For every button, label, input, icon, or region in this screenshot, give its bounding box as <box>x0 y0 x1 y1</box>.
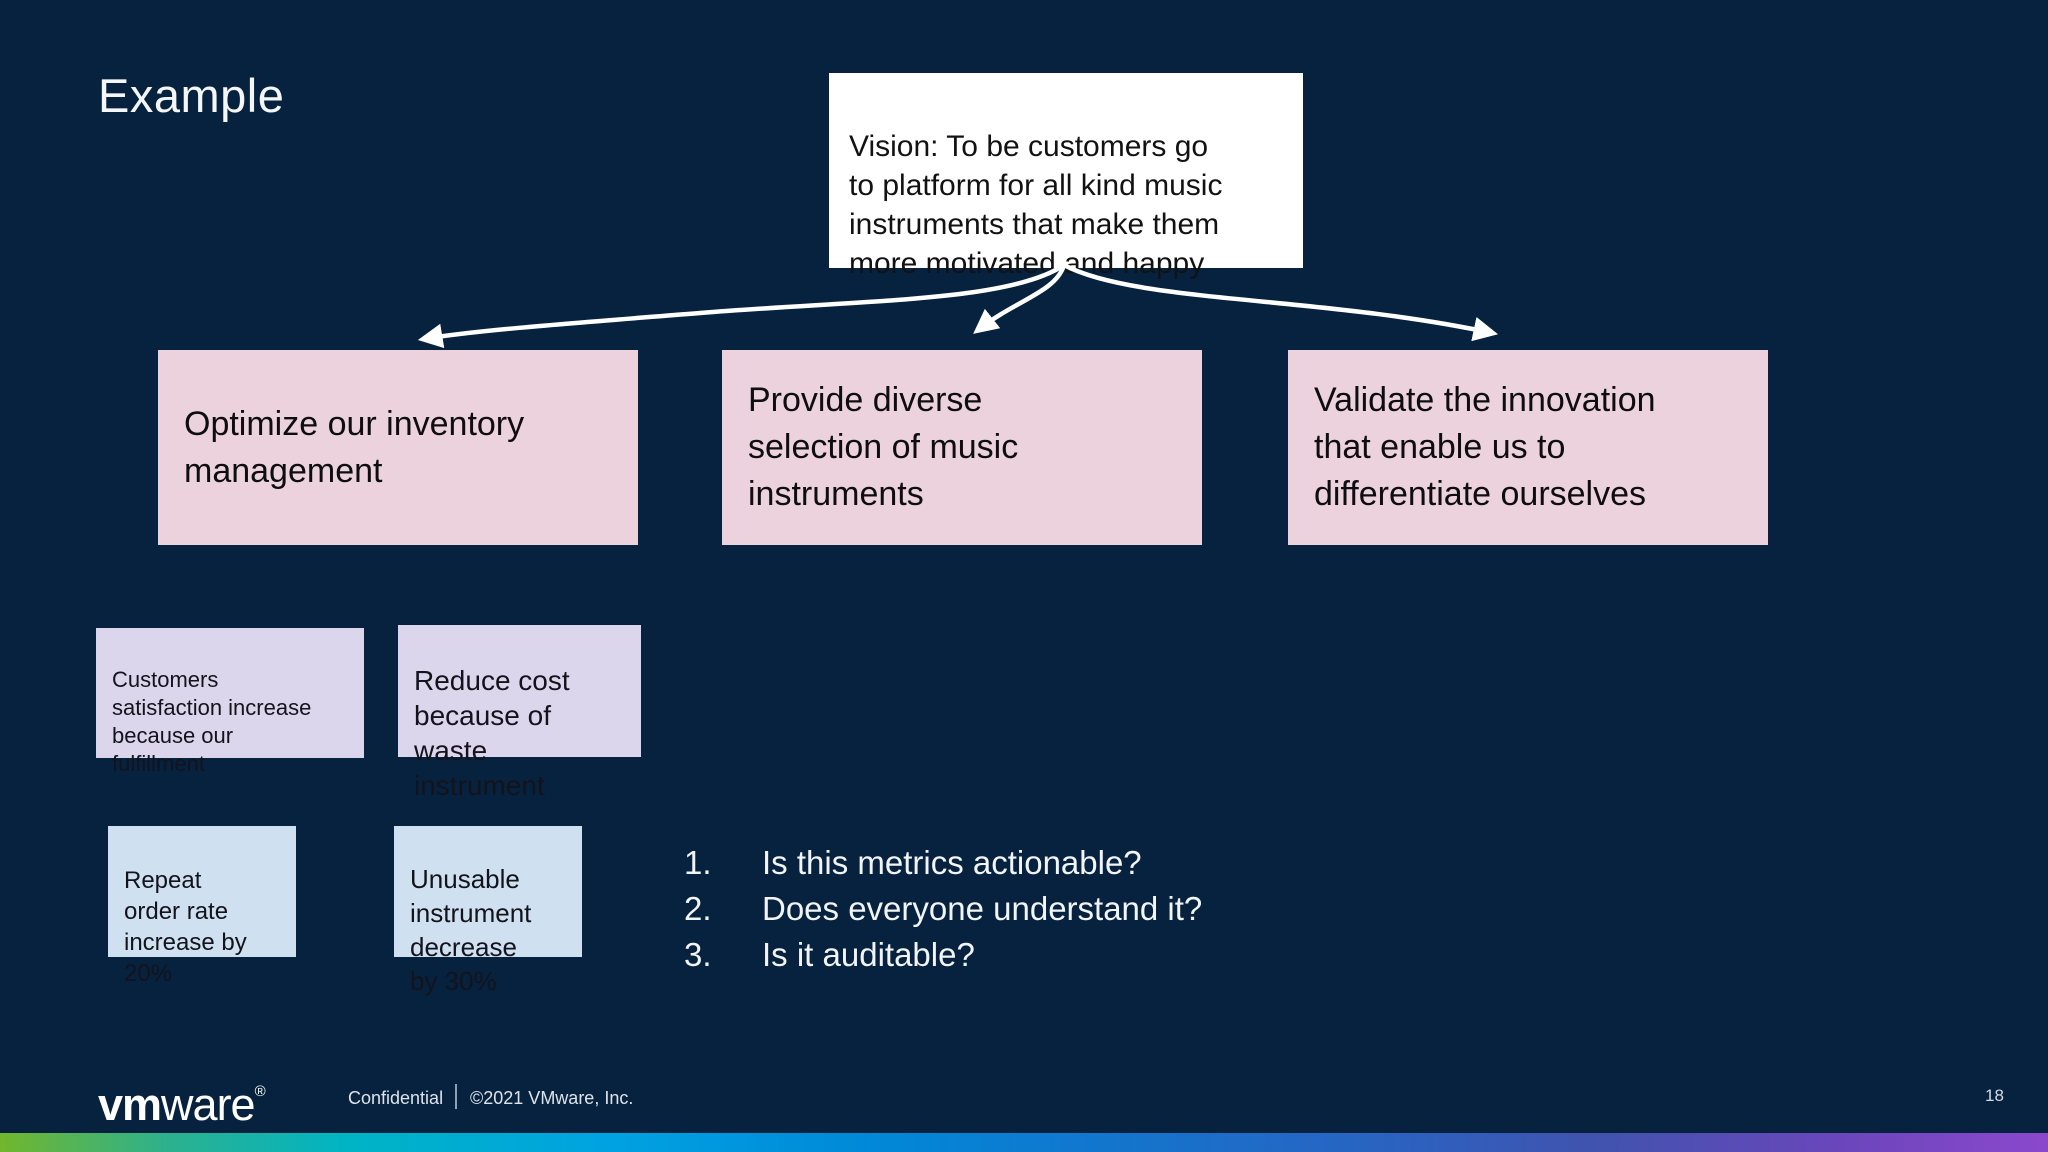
slide-title: Example <box>98 69 285 122</box>
metric-box-repeat-order: Repeat order rate increase by 20% <box>108 826 296 987</box>
checklist-item: 1. Is this metrics actionable? <box>684 840 1202 886</box>
checklist-number: 1. <box>684 844 712 881</box>
copyright-label: ©2021 VMware, Inc. <box>470 1088 634 1108</box>
footer-divider <box>455 1084 457 1109</box>
confidential-label: Confidential <box>348 1088 444 1108</box>
page-number: 18 <box>1985 1086 2004 1105</box>
metric-text: Repeat order rate increase by 20% <box>124 867 247 987</box>
outcome-box-cost: Reduce cost because of waste instrument <box>398 625 641 801</box>
objective-text: Provide diverse selection of music instr… <box>748 381 1019 513</box>
outcome-text: Customers satisfaction increase because … <box>112 667 312 776</box>
objective-text: Validate the innovation that enable us t… <box>1314 381 1656 513</box>
objective-box-selection: Provide diverse selection of music instr… <box>722 350 1202 545</box>
vmware-logo: vmware® <box>98 1068 266 1129</box>
checklist-number: 2. <box>684 890 712 927</box>
objective-box-inventory: Optimize our inventory management <box>158 350 638 545</box>
outcome-box-satisfaction: Customers satisfaction increase because … <box>96 628 364 776</box>
checklist-text: Does everyone understand it? <box>762 890 1203 927</box>
metric-box-unusable: Unusable instrument decrease by 30% <box>394 826 582 996</box>
checklist-item: 2. Does everyone understand it? <box>684 886 1202 932</box>
checklist-text: Is this metrics actionable? <box>762 844 1142 881</box>
vmware-logo-ware: ware <box>161 1079 256 1130</box>
registered-trademark-icon: ® <box>254 1083 266 1100</box>
checklist-item: 3. Is it auditable? <box>684 932 1202 978</box>
checklist-number: 3. <box>684 936 712 973</box>
checklist-text: Is it auditable? <box>762 936 975 973</box>
objective-text: Optimize our inventory management <box>184 404 525 490</box>
objective-box-innovation: Validate the innovation that enable us t… <box>1288 350 1768 545</box>
footer-gradient-bar <box>0 1133 2048 1152</box>
vmware-logo-vm: vm <box>98 1079 162 1130</box>
vision-text: Vision: To be customers go to platform f… <box>849 130 1223 280</box>
outcome-text: Reduce cost because of waste instrument <box>414 665 570 801</box>
vision-box: Vision: To be customers go to platform f… <box>829 73 1303 280</box>
metric-text: Unusable instrument decrease by 30% <box>410 864 532 996</box>
metrics-checklist: 1. Is this metrics actionable? 2. Does e… <box>684 840 1202 978</box>
